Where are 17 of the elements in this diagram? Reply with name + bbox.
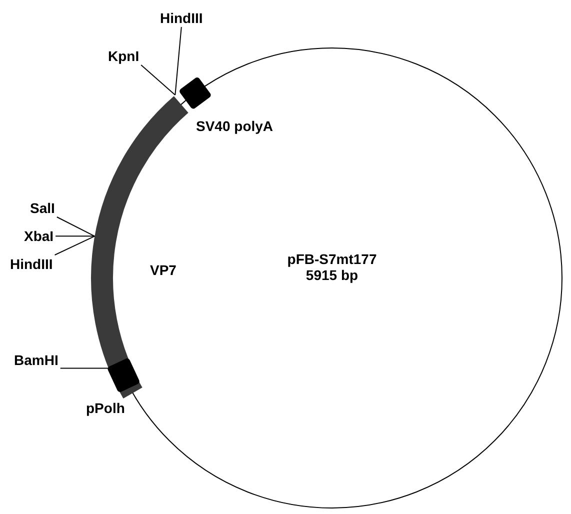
leader-line <box>54 236 96 256</box>
restriction-site-label: BamHI <box>14 352 58 368</box>
restriction-site-label: HindIII <box>10 256 53 272</box>
restriction-site-label: HindIII <box>160 10 203 26</box>
plasmid-name: pFB-S7mt177 <box>287 251 377 267</box>
feature-label: pPolh <box>86 400 125 416</box>
restriction-site-label: SalI <box>30 200 55 216</box>
feature-label: SV40 polyA <box>196 118 274 134</box>
leader-line <box>140 64 176 96</box>
restriction-site-label: KpnI <box>108 48 140 64</box>
plasmid-size: 5915 bp <box>306 267 358 283</box>
feature-label: VP7 <box>150 262 176 278</box>
leader-line <box>55 236 96 237</box>
leader-line <box>174 26 182 96</box>
leader-line <box>60 368 110 369</box>
restriction-site-label: XbaI <box>24 228 54 244</box>
leader-line <box>56 216 96 237</box>
